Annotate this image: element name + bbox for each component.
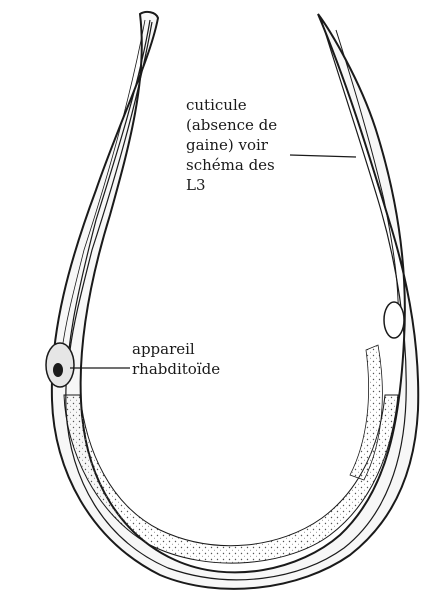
rhabditoid-apparatus-label: appareil rhabditoïde [132, 339, 220, 379]
rhabditoid-valve [53, 363, 63, 377]
cuticle-label: cuticule (absence de gaine) voir schéma … [186, 95, 277, 195]
cuticle-leader-line [290, 155, 356, 157]
genital-primordium [384, 302, 404, 338]
